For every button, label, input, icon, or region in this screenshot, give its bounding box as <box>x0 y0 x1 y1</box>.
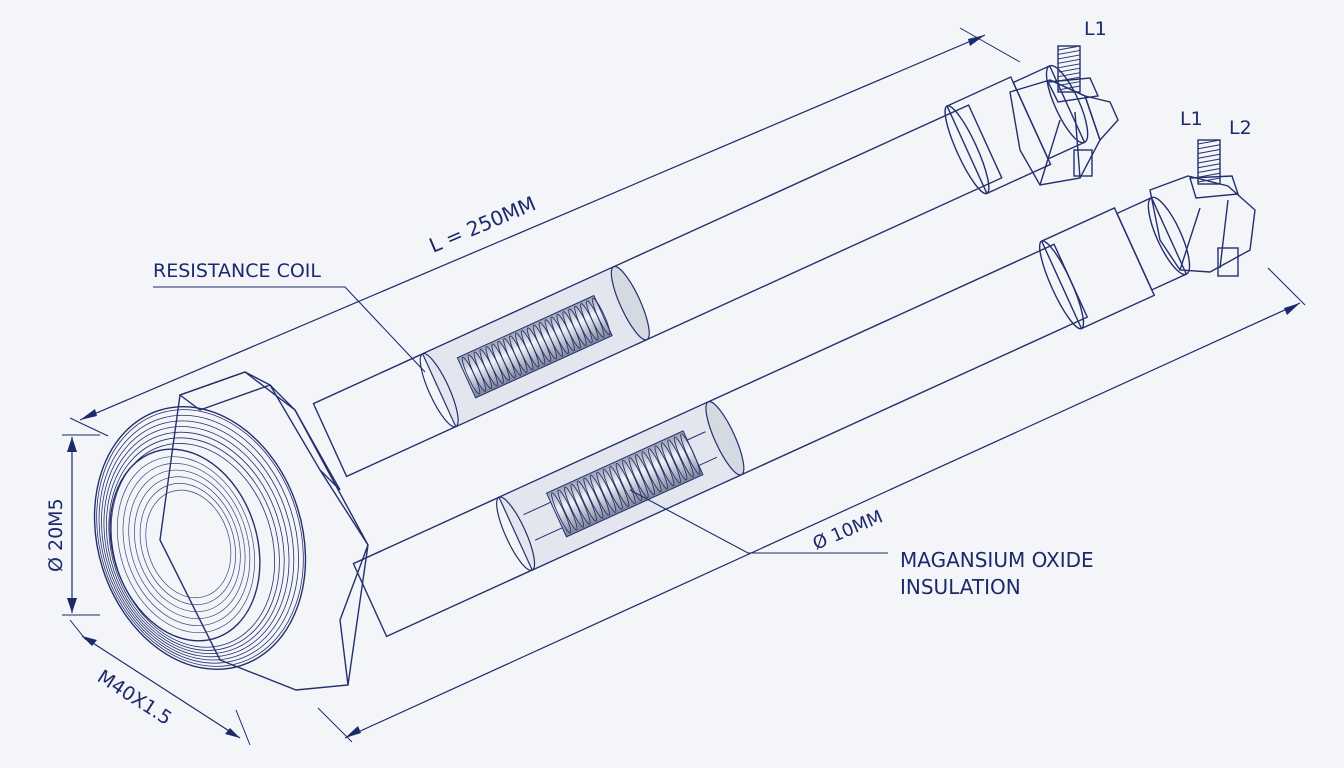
bore-thread-ring <box>145 489 232 599</box>
upper-terminal <box>1009 45 1119 186</box>
stud-thread-line <box>1197 177 1221 183</box>
bore-thread-ring <box>116 456 255 634</box>
upper-tube <box>312 64 1089 478</box>
lower-tube <box>352 196 1191 638</box>
lower-stud-thread <box>1197 139 1221 183</box>
threaded-boss <box>93 406 307 670</box>
stud-thread-line <box>1057 45 1081 51</box>
stud-thread-line <box>1057 67 1081 73</box>
coil-label: RESISTANCE COIL <box>153 260 321 282</box>
coil-turn <box>622 460 643 502</box>
thread-label: M40X1.5 <box>93 666 175 730</box>
oxide-label-line1: MAGANSIUM OXIDE <box>900 548 1094 572</box>
stud-thread-line <box>1197 149 1221 154</box>
coil-turn <box>570 483 591 525</box>
length-label: L = 250MM <box>426 191 540 257</box>
stud-thread-line <box>1057 72 1081 78</box>
coil-turn <box>641 451 662 493</box>
head-diameter-dimension: Ø 20M5 <box>45 434 100 616</box>
coil-turn <box>647 448 669 490</box>
coil-turn <box>654 445 675 487</box>
terminal-label-l2: L2 <box>1229 117 1252 139</box>
oxide-label-line2: INSULATION <box>900 575 1021 599</box>
coil-turn <box>660 442 681 484</box>
coil-turn <box>563 486 585 528</box>
coil-turn <box>589 474 610 516</box>
coil-callout: RESISTANCE COIL <box>153 260 426 373</box>
lower-cutaway <box>496 401 745 571</box>
stud-thread-line <box>1197 158 1221 164</box>
boss-thread-rings <box>96 409 304 667</box>
stud-thread-line <box>1057 63 1081 69</box>
lower-terminal <box>1149 139 1256 277</box>
coil-turn <box>576 480 597 522</box>
coil-turn <box>680 433 701 475</box>
oxide-callout: MAGANSIUM OXIDE INSULATION <box>629 489 1094 599</box>
coil-turn <box>667 439 688 481</box>
lower-resistance-coil <box>551 433 701 534</box>
boss-thread-ring <box>108 437 280 651</box>
coil-turn <box>615 462 636 504</box>
boss-thread-ring <box>105 431 285 655</box>
coil-turn <box>591 297 611 336</box>
bore-thread-ring <box>134 476 241 613</box>
boss-thread-ring <box>103 426 290 658</box>
coil-turn <box>583 477 604 519</box>
stud-thread-line <box>1057 54 1081 60</box>
bore-thread-ring <box>122 463 251 627</box>
tube-diameter-label: Ø 10MM <box>810 506 886 554</box>
stud-thread-line <box>1057 81 1081 86</box>
stud-thread-line <box>1057 85 1081 91</box>
stud-thread-line <box>1197 168 1221 173</box>
stud-thread-line <box>1197 172 1221 178</box>
coil-turn <box>673 436 694 478</box>
terminal-label-l1-mid: L1 <box>1180 108 1203 130</box>
coil-turn <box>551 492 572 534</box>
stud-thread-line <box>1197 144 1221 150</box>
upper-stud-thread <box>1057 45 1081 91</box>
stud-thread-line <box>1057 50 1081 55</box>
boss-thread-ring <box>98 414 299 664</box>
bore-thread-ring <box>128 469 246 620</box>
head-diameter-label: Ø 20M5 <box>45 498 67 572</box>
coil-turn <box>635 454 656 496</box>
bore-thread-rings <box>116 456 255 634</box>
upper-resistance-coil <box>461 297 611 395</box>
hex-head <box>159 371 369 691</box>
upper-cutaway <box>419 265 650 428</box>
bore-thread-ring <box>139 483 236 606</box>
terminal-label-l1-top: L1 <box>1084 18 1107 40</box>
stud-thread-line <box>1197 139 1221 145</box>
boss-thread-ring <box>96 409 304 667</box>
stud-thread-line <box>1197 163 1221 169</box>
coil-turn <box>557 489 578 531</box>
stud-thread-line <box>1057 58 1081 64</box>
stud-thread-line <box>1197 153 1221 159</box>
boss-thread-ring <box>101 420 295 661</box>
